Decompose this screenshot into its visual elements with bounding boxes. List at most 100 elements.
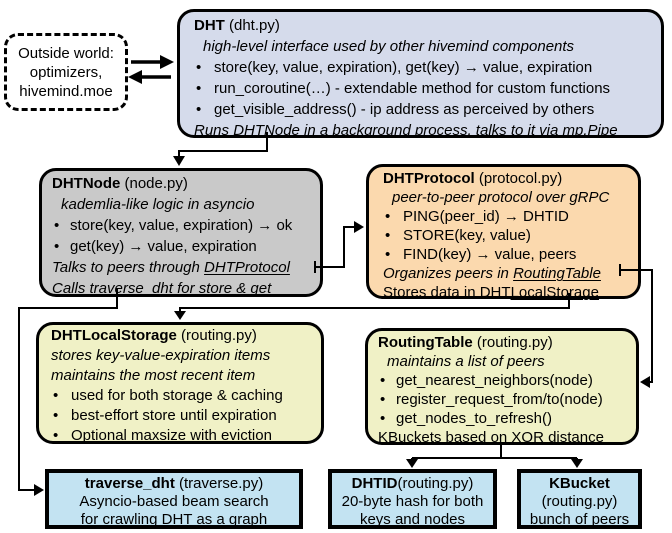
dht-bullet-2: • run_coroutine(…) - extendable method fo… bbox=[194, 78, 653, 99]
localstorage-title-name: DHTLocalStorage bbox=[51, 327, 177, 344]
dhtprotocol-bullet-1-text: PING(peer_id) → DHTID bbox=[403, 208, 569, 225]
dhtprotocol-bullet-3: • FIND(key) → value, peers bbox=[383, 245, 632, 264]
routingtable-title-file: (routing.py) bbox=[472, 334, 553, 351]
dhtprotocol-routingtable-ref: RoutingTable bbox=[513, 265, 601, 282]
dhtid-line1: 20-byte hash for both bbox=[341, 493, 484, 510]
dhtprotocol-box: DHTProtocol (protocol.py) peer-to-peer p… bbox=[366, 164, 641, 301]
dhtid-title-file: (routing.py) bbox=[397, 475, 474, 492]
dhtnode-calls-post: for store & get bbox=[172, 280, 272, 297]
dhtnode-talks-line: Talks to peers through DHTProtocol bbox=[52, 257, 314, 278]
routingtable-title: RoutingTable (routing.py) bbox=[378, 333, 630, 352]
dhtnode-title-name: DHTNode bbox=[52, 175, 121, 192]
dhtnode-bullet-2: •get(key) → value, expiration bbox=[52, 236, 314, 257]
kbucket-box: KBucket (routing.py) bunch of peers bbox=[517, 469, 642, 529]
routingtable-bullet-2-text: register_request_from/to(node) bbox=[396, 391, 603, 408]
dht-title: DHT (dht.py) bbox=[194, 15, 653, 36]
routingtable-footer: KBuckets based on XOR distance bbox=[378, 429, 604, 446]
dhtprotocol-bullet-1: • PING(peer_id) → DHTID bbox=[383, 207, 632, 226]
traverse-title: traverse_dht (traverse.py) bbox=[49, 475, 299, 493]
outside-world-line1: Outside world: bbox=[18, 45, 114, 62]
dht-title-name: DHT bbox=[194, 17, 225, 34]
bullet-icon: • bbox=[196, 101, 202, 118]
bullet-icon: • bbox=[53, 427, 59, 444]
bullet-icon: • bbox=[196, 59, 202, 76]
dhtprotocol-stores-pre: Stores data in DHT bbox=[383, 284, 511, 301]
kbucket-title: KBucket bbox=[549, 475, 610, 492]
dht-title-file: (dht.py) bbox=[224, 17, 280, 34]
dhtnode-subtitle: kademlia-like logic in asyncio bbox=[61, 196, 255, 213]
dht-bullet-1-text: store(key, value, expiration), get(key) … bbox=[214, 59, 593, 76]
localstorage-title-file: (routing.py) bbox=[176, 327, 257, 344]
traverse-dht-box: traverse_dht (traverse.py) Asyncio-based… bbox=[45, 469, 303, 529]
routingtable-box: RoutingTable (routing.py) maintains a li… bbox=[365, 328, 639, 446]
arrowhead-outside-to-dht bbox=[160, 55, 174, 69]
dhtnode-talks-pre: Talks to peers through bbox=[52, 259, 205, 276]
localstorage-bullet-3-text: Optional maxsize with eviction bbox=[71, 427, 272, 444]
localstorage-bullet-3: • Optional maxsize with eviction bbox=[51, 426, 315, 446]
traverse-title-file: (traverse.py) bbox=[174, 475, 264, 492]
arrowhead-routingtable-to-dhtid bbox=[406, 459, 418, 468]
arrowhead-dht-to-outside bbox=[128, 70, 142, 84]
dhtnode-dhtprotocol-ref: DHTProtocol bbox=[204, 259, 290, 276]
bullet-icon: • bbox=[196, 80, 202, 97]
dht-box: DHT (dht.py) high-level interface used b… bbox=[177, 9, 664, 141]
dhtid-box: DHTID(routing.py) 20-byte hash for both … bbox=[328, 469, 497, 529]
outside-world-box: Outside world: optimizers, hivemind.moe bbox=[4, 33, 128, 111]
outside-world-line2: optimizers, bbox=[29, 64, 103, 81]
dhtprotocol-title: DHTProtocol (protocol.py) bbox=[383, 169, 632, 188]
routingtable-subtitle: maintains a list of peers bbox=[387, 353, 545, 370]
bullet-icon: • bbox=[54, 238, 60, 255]
dhtprotocol-title-name: DHTProtocol bbox=[383, 170, 475, 187]
outside-world-line3: hivemind.moe bbox=[19, 83, 113, 100]
dhtprotocol-localstorage-ref: LocalStorage bbox=[510, 284, 599, 301]
dhtprotocol-bullet-2: •STORE(key, value) bbox=[383, 226, 632, 245]
bullet-icon: • bbox=[53, 407, 59, 424]
dhtnode-title: DHTNode (node.py) bbox=[52, 173, 314, 194]
dhtid-title-name: DHTID bbox=[351, 475, 398, 492]
dhtprotocol-organizes-line: Organizes peers in RoutingTable bbox=[383, 264, 632, 283]
routingtable-bullet-3-text: get_nodes_to_refresh() bbox=[396, 410, 552, 427]
arrowhead-routingtable-to-kbucket bbox=[571, 459, 583, 468]
dhtnode-traverse-ref: traverse_dht bbox=[89, 280, 173, 297]
arrowhead-dhtnode-to-traverse bbox=[34, 484, 44, 496]
dhtid-title: DHTID(routing.py) bbox=[332, 475, 493, 493]
dhtid-line2: keys and nodes bbox=[359, 511, 466, 528]
routingtable-title-name: RoutingTable bbox=[378, 334, 473, 351]
bullet-icon: • bbox=[54, 217, 60, 234]
dht-footer-pre: Runs bbox=[194, 122, 234, 139]
bullet-icon: • bbox=[385, 208, 391, 225]
localstorage-bullet-2: •best-effort store until expiration bbox=[51, 406, 315, 426]
arrowhead-dht-to-dhtnode bbox=[173, 156, 185, 166]
dht-subtitle: high-level interface used by other hivem… bbox=[203, 38, 575, 55]
dhtprotocol-title-file: (protocol.py) bbox=[474, 170, 563, 187]
localstorage-subtitle2: maintains the most recent item bbox=[51, 367, 256, 384]
arrowhead-dhtprotocol-to-localstorage bbox=[174, 311, 186, 320]
dht-bullet-3: • get_visible_address() - ip address as p… bbox=[194, 99, 653, 120]
arrowhead-dhtprotocol-to-routingtable bbox=[640, 376, 650, 388]
localstorage-subtitle1: stores key-value-expiration items bbox=[51, 347, 271, 364]
dhtprotocol-subtitle: peer-to-peer protocol over gRPC bbox=[392, 189, 610, 206]
dhtprotocol-bullet-3-text: FIND(key) → value, peers bbox=[403, 246, 577, 263]
dht-bullet-2-text: run_coroutine(…) - extendable method for… bbox=[214, 80, 611, 97]
bullet-icon: • bbox=[380, 391, 386, 408]
localstorage-bullet-1-text: used for both storage & caching bbox=[71, 387, 283, 404]
bullet-icon: • bbox=[385, 227, 391, 244]
bullet-icon: • bbox=[380, 372, 386, 389]
dht-footer-post: in a background process, talks to it via… bbox=[299, 122, 618, 139]
kbucket-file: (routing.py) bbox=[541, 493, 618, 510]
routingtable-bullet-3: • get_nodes_to_refresh() bbox=[378, 409, 630, 428]
bullet-icon: • bbox=[385, 246, 391, 263]
dhtnode-calls-line: Calls traverse_dht for store & get bbox=[52, 278, 314, 299]
localstorage-bullet-1: •used for both storage & caching bbox=[51, 386, 315, 406]
routingtable-bullet-1: •get_nearest_neighbors(node) bbox=[378, 371, 630, 390]
dhtnode-box: DHTNode (node.py) kademlia-like logic in… bbox=[39, 168, 323, 297]
traverse-line1: Asyncio-based beam search bbox=[79, 493, 269, 510]
dht-bullet-3-text: get_visible_address() - ip address as pe… bbox=[214, 101, 595, 118]
traverse-line2: for crawling DHT as a graph bbox=[80, 511, 268, 528]
dhtnode-calls-pre: Calls bbox=[52, 280, 90, 297]
bullet-icon: • bbox=[380, 410, 386, 427]
dhtnode-title-file: (node.py) bbox=[120, 175, 188, 192]
dhtlocalstorage-box: DHTLocalStorage (routing.py) stores key-… bbox=[36, 322, 324, 444]
dht-footer: Runs DHTNode in a background process, ta… bbox=[194, 120, 653, 141]
arrowhead-dhtnode-to-dhtprotocol bbox=[354, 221, 364, 233]
